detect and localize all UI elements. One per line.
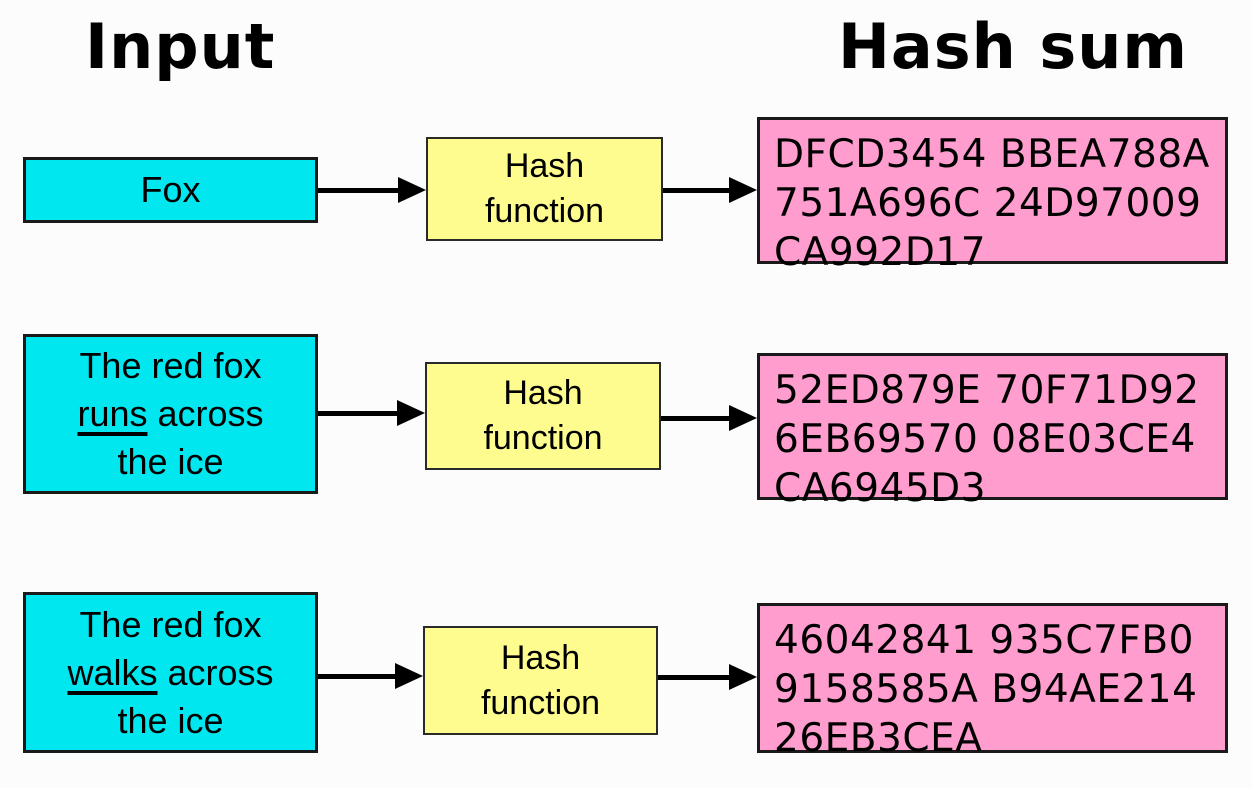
arrow-head-icon bbox=[398, 177, 426, 203]
input-box-fox: Fox bbox=[23, 157, 318, 223]
arrow-right-icon bbox=[663, 176, 757, 204]
arrow-right-icon bbox=[661, 404, 757, 432]
arrow-head-icon bbox=[729, 177, 757, 203]
arrow-head-icon bbox=[397, 400, 425, 426]
arrow-shaft bbox=[318, 673, 395, 679]
arrow-head-icon bbox=[395, 663, 423, 689]
arrow-right-icon bbox=[318, 662, 423, 690]
arrow-shaft bbox=[658, 674, 729, 680]
arrow-shaft bbox=[661, 415, 729, 421]
arrow-shaft bbox=[318, 187, 398, 193]
arrow-shaft bbox=[663, 187, 729, 193]
arrow-head-icon bbox=[729, 405, 757, 431]
input-text: Fox bbox=[140, 169, 201, 210]
input-column-header: Input bbox=[85, 10, 276, 83]
arrow-head-icon bbox=[729, 664, 757, 690]
hash-sum-column-header: Hash sum bbox=[838, 10, 1188, 83]
arrow-shaft bbox=[318, 410, 397, 416]
arrow-right-icon bbox=[318, 176, 426, 204]
arrow-right-icon bbox=[658, 663, 757, 691]
arrow-right-icon bbox=[318, 399, 425, 427]
